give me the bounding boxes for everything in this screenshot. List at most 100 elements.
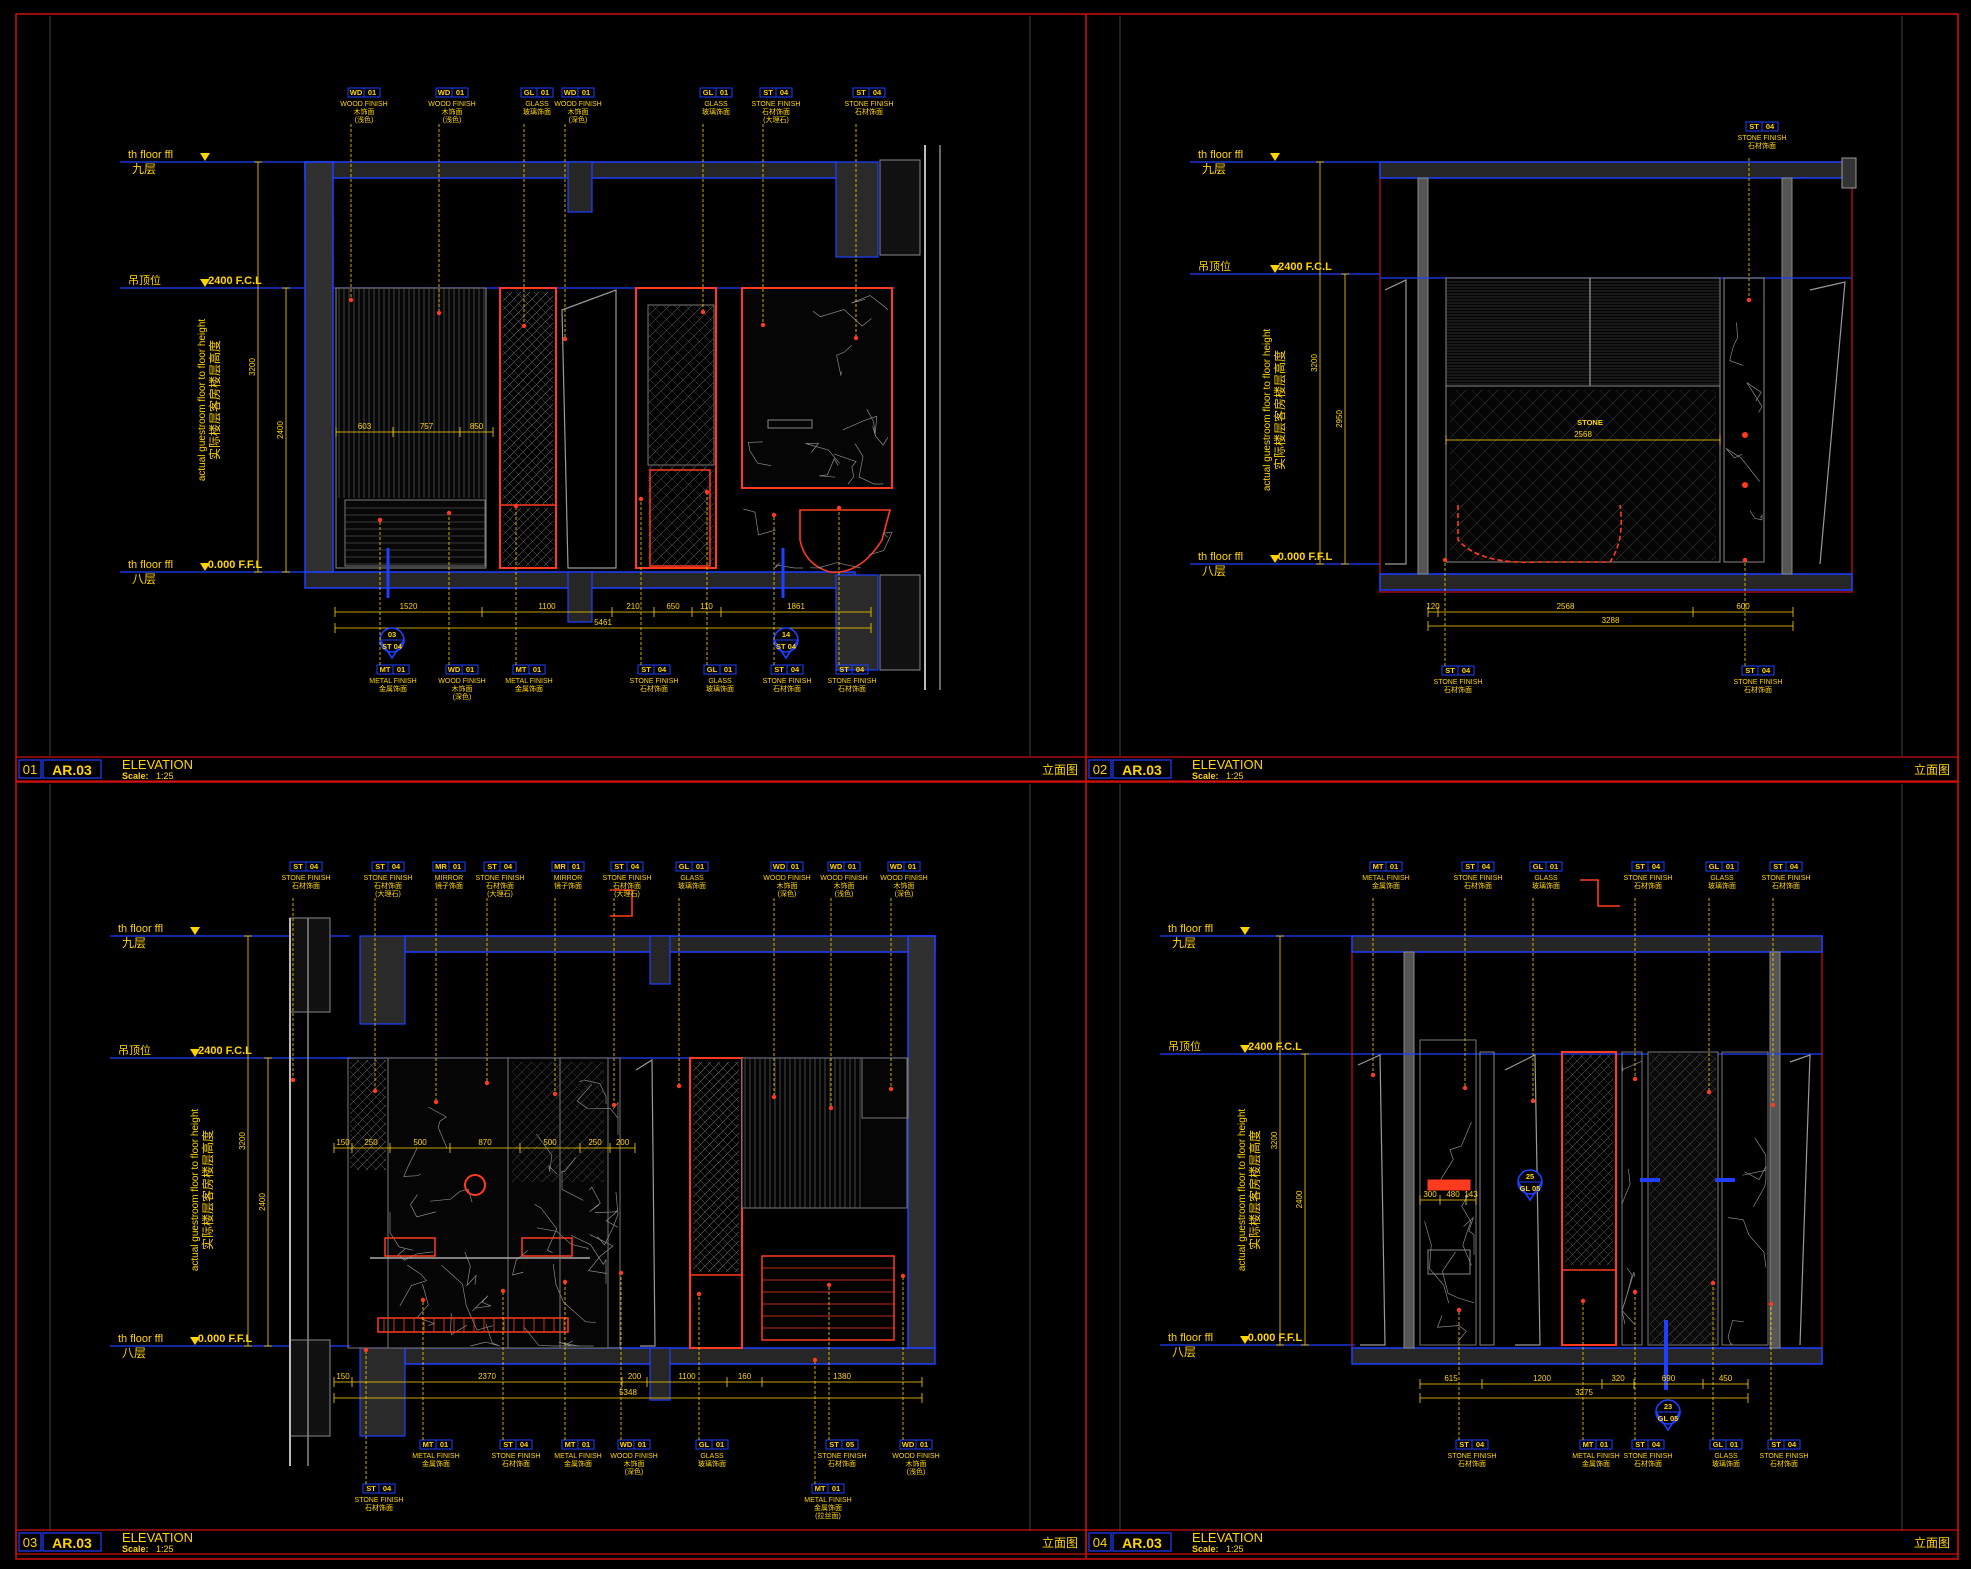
slanted-wall-right xyxy=(1809,281,1846,565)
level-text: 吊顶位 xyxy=(1168,1039,1201,1053)
dim-value: 1200 xyxy=(1533,1374,1551,1383)
tag-line-1: WOOD FINISH xyxy=(428,101,475,108)
title-cn: 立面图 xyxy=(1042,762,1078,777)
tag-index-box xyxy=(1647,1439,1665,1450)
tag-line-1: STONE FINISH xyxy=(763,678,812,685)
hatch-line xyxy=(648,458,714,526)
marble-vein xyxy=(1621,1267,1633,1325)
dim-value: 757 xyxy=(420,422,434,431)
marble-vein xyxy=(399,1264,427,1306)
tag-code: ST xyxy=(503,1440,513,1449)
glass-wardrobe-lower xyxy=(689,1274,743,1349)
level-triangle xyxy=(190,1049,200,1057)
hatch-line xyxy=(1450,390,1531,471)
level-text-cn: 八层 xyxy=(1202,564,1226,578)
hatch-line xyxy=(1565,1138,1613,1188)
hatch-line xyxy=(503,449,553,501)
tag-index: 01 xyxy=(920,1440,928,1449)
marble-vein xyxy=(389,1211,413,1251)
tag-code: GL xyxy=(1533,862,1544,871)
hatch-line xyxy=(1650,1093,1716,1161)
hatch-line xyxy=(1565,1192,1613,1242)
vdim-label-wrap: 2400 xyxy=(258,1193,267,1211)
hatch-line xyxy=(1487,390,1659,560)
hatch-line xyxy=(1650,1243,1716,1311)
leader-dot xyxy=(1456,1307,1462,1313)
hatch-line xyxy=(534,547,553,566)
slanted-wall-left xyxy=(1384,279,1407,565)
marble-vein xyxy=(597,1191,619,1246)
hatch-line xyxy=(1450,511,1499,560)
title-sheet-box xyxy=(42,1532,102,1552)
facade-top xyxy=(289,917,331,1013)
hatch-line xyxy=(1565,1078,1613,1128)
vdim-ceiling: 2400 xyxy=(1295,1053,1309,1346)
right-column-top xyxy=(835,161,879,258)
hatch-line xyxy=(1650,1267,1716,1335)
title-cn: 立面图 xyxy=(1042,1535,1078,1550)
headboard-upper xyxy=(1445,277,1721,387)
marble-vein xyxy=(589,1186,601,1212)
hatch-line xyxy=(1650,1257,1716,1325)
glass-panel-lower xyxy=(499,504,557,569)
tag-index-box xyxy=(1477,861,1495,872)
tag-index: 01 xyxy=(696,862,704,871)
tag-code: GL xyxy=(707,665,718,674)
vdim-value: 2400 xyxy=(276,421,285,439)
level-text: th floor ffl xyxy=(1168,1332,1213,1344)
tag-line-2: 石材饰面 xyxy=(292,881,320,890)
tag-line-2: 石材饰面 xyxy=(1444,685,1472,694)
hatch-line xyxy=(503,458,549,504)
hatch-line xyxy=(648,399,714,467)
hatch-line xyxy=(1565,1147,1613,1197)
tag-index: 01 xyxy=(832,1484,840,1493)
wardrobe-drawers xyxy=(344,499,486,567)
marble-vein xyxy=(747,441,772,467)
marker-number: 14 xyxy=(782,630,791,639)
hatch-line xyxy=(693,1226,739,1272)
title-scale-value: 1:25 xyxy=(1226,1544,1244,1554)
slanted-wall xyxy=(561,289,617,569)
tag-code: GL xyxy=(703,88,714,97)
dim-value: 200 xyxy=(628,1372,642,1381)
hatch-line xyxy=(1650,1277,1716,1344)
marble-vein xyxy=(1727,1217,1767,1268)
tag-line-1: STONE FINISH xyxy=(1738,135,1787,142)
vdim-label-wrap: 2400 xyxy=(276,421,285,439)
vdim-value: 3200 xyxy=(1310,354,1319,372)
dim-value: 200 xyxy=(616,1138,630,1147)
leader-dot xyxy=(1742,557,1748,563)
wardrobe xyxy=(335,287,487,569)
hatch-line xyxy=(503,430,553,482)
hatch-line xyxy=(693,1163,739,1211)
dim-value: 870 xyxy=(478,1138,492,1147)
towel-bar xyxy=(377,1317,569,1333)
tag-line-2: 玻璃饰面 xyxy=(706,684,734,693)
tag-line-3: (大理石) xyxy=(487,889,513,898)
tag-index: 04 xyxy=(1652,1440,1661,1449)
leader-dot xyxy=(1370,1072,1376,1078)
tag-index: 01 xyxy=(466,665,474,674)
hatch-line xyxy=(1450,495,1515,560)
leader-dot xyxy=(760,322,766,328)
tag-index: 04 xyxy=(1790,862,1799,871)
title-scale-label: Scale: xyxy=(1192,771,1219,781)
marble-vein xyxy=(534,1204,558,1253)
tag-line-1: STONE FINISH xyxy=(355,1497,404,1504)
tag-index-box xyxy=(1471,1439,1489,1450)
leader-dot xyxy=(500,1288,506,1294)
dim-value: 690 xyxy=(1662,1374,1676,1383)
tag-code: WD xyxy=(902,1440,915,1449)
tag-index: 01 xyxy=(533,665,541,674)
hatch-line xyxy=(1631,475,1716,560)
hatch-line xyxy=(648,469,714,537)
